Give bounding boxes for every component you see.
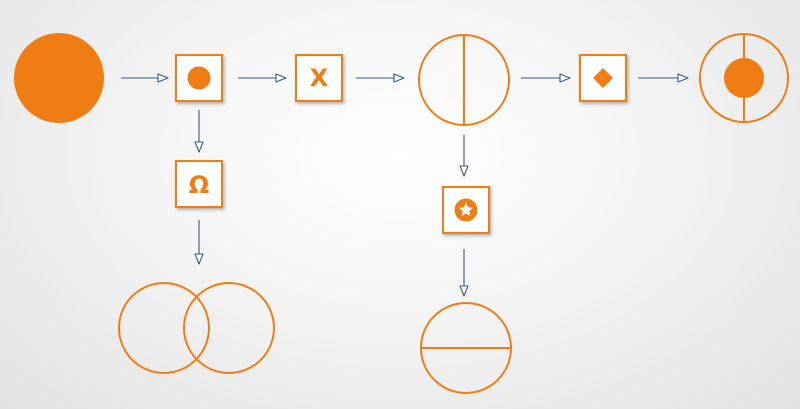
dot-box: [175, 54, 223, 102]
x-icon: X: [310, 64, 329, 92]
diamond-cluster-icon: [593, 68, 613, 88]
edges: [121, 73, 689, 297]
x-box-frame: [295, 54, 343, 102]
venn-circle-left: [118, 282, 210, 374]
venn-circles: [118, 282, 275, 374]
split-vertical-circle: [418, 34, 510, 126]
split-horizontal-circle: [420, 302, 512, 394]
filled-circle-icon: [187, 66, 211, 90]
dot-box-frame: [175, 54, 223, 102]
target-circle: [699, 33, 789, 123]
omega-box: [175, 160, 223, 208]
venn-circle-right: [183, 282, 275, 374]
omega-box-frame: [175, 160, 223, 208]
x-box: [295, 54, 343, 102]
omega-icon: Ω: [189, 171, 209, 199]
target-circle-center: [724, 58, 764, 98]
star-badge-icon: [454, 198, 478, 222]
start-filled-circle: [14, 33, 104, 123]
